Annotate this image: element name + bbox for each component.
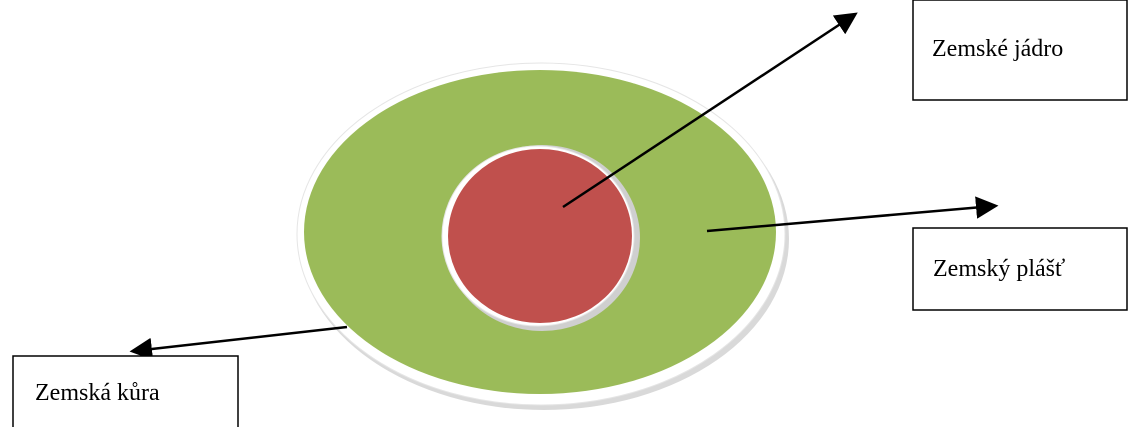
core-layer [448, 149, 632, 323]
label-box-mantle: Zemský plášť [913, 228, 1127, 310]
label-mantle: Zemský plášť [933, 256, 1065, 282]
label-crust: Zemská kůra [35, 380, 160, 406]
label-box-core: Zemské jádro [913, 0, 1127, 100]
arrow-crust [134, 327, 347, 351]
label-box-crust: Zemská kůra [13, 356, 238, 427]
label-core: Zemské jádro [932, 36, 1063, 62]
